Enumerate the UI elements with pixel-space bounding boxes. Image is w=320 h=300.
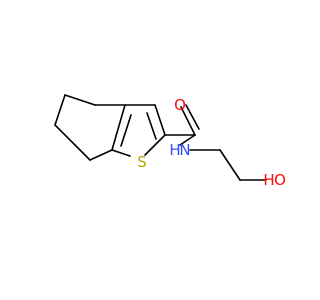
bond-cp-c4-c5 [54,124,91,161]
bond-th-s-c6 [111,149,131,157]
atom-sulfur: S [137,153,147,171]
molecule-structure: S O N H O H [54,94,286,189]
bond-cp-c1-c4 [54,94,66,126]
atom-hydroxyl-hydrogen: H [263,171,274,189]
bond-th-c7-c8-double [146,112,157,140]
bond-fused-c3-c6 [111,104,126,151]
atom-amide-hydrogen: H [169,141,180,159]
bond-cp-c5-c6 [89,149,113,161]
bond-th-c8-s [144,134,166,156]
molecule-canvas: S O N H O H [54,94,286,189]
atom-carbonyl-oxygen: O [174,96,186,114]
bond-fused-c3-c6-double [120,114,132,147]
atom-hydroxyl-oxygen: O [274,171,286,189]
bond-cp-c1-c2 [64,94,96,106]
bond-carbonyl-double-a [180,106,196,136]
bond-th-c7-c8 [154,104,166,136]
bond-carbonyl-n [179,134,196,146]
bond-carbonyl-double-b [185,104,200,130]
bond-c10-c11 [219,149,241,181]
atom-amide-nitrogen: N [179,141,190,159]
